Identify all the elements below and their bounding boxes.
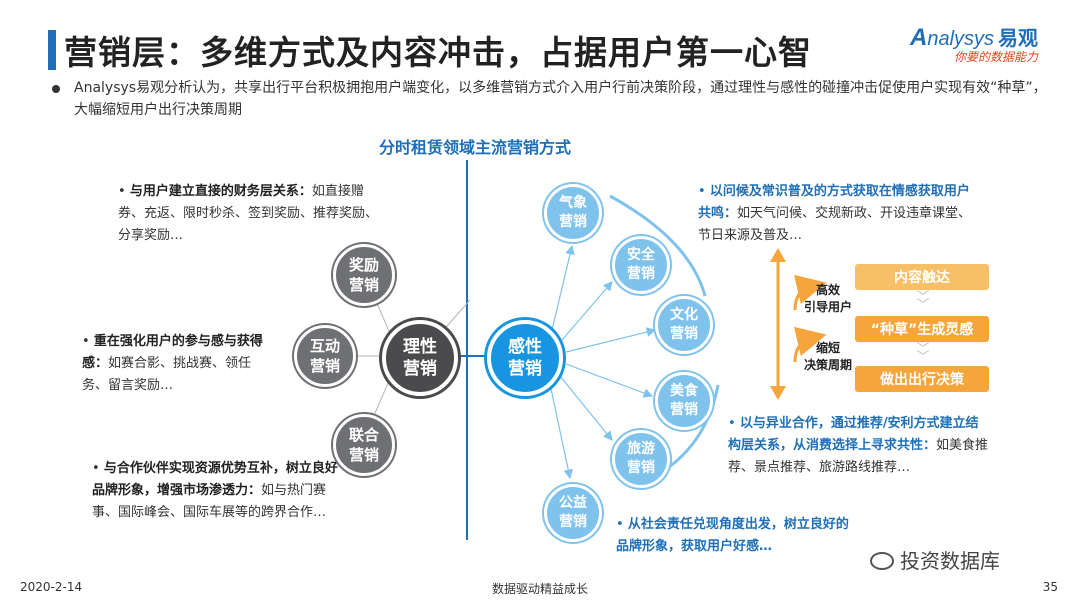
left-block-interactive-text: 如赛合影、挑战赛、领任务、留言奖励… [82,356,252,393]
diagram-title: 分时租赁领域主流营销方式 [378,138,571,157]
right-block-food: • 以与异业合作，通过推荐/安利方式建立结构层关系，从消费选择上寻求共性：如美食… [728,416,989,475]
chevron-down-icon: ﹀﹀ [916,342,929,365]
curved-arrow-bottom [793,326,827,363]
flow-arrow-down [770,386,786,400]
right-block-weather: • 以问候及常识普及的方式获取在情感获取用户共鸣：如天气问候、交规新政、开设违章… [698,184,972,243]
wechat-watermark: 投资数据库 [870,545,1000,574]
node-rational-marketing: 理性 营销 [382,320,458,396]
right-block-food-text: 如美食推荐、景点推荐、旅游路线推荐… [728,438,989,475]
arrow-to-safety [561,281,613,341]
left-block-reward-bold: 与用户建立直接的财务层关系： [129,184,312,199]
logo-slogan: 你要的数据能力 [954,50,1039,64]
right-block-charity: • 从社会责任兑现角度出发，树立良好的品牌形象，获取用户好感… [616,517,849,554]
left-block-joint: • 与合作伙伴实现资源优势互补，树立良好品牌形象，增强市场渗透力：如与热门赛事、… [92,461,338,520]
node-emotional-marketing: 感性 营销 [487,320,563,396]
right-block-charity-bold: 从社会责任兑现角度出发，树立良好的品牌形象，获取用户好感… [616,517,849,554]
rational-spoke [439,299,471,335]
left-block-interactive-bold: 重在强化用户的参与感与获得感： [82,334,263,371]
flow-arrow-up [770,248,786,262]
flow-label-guide: 高效 引导用户 [803,283,852,314]
page-number: 35 [1042,580,1058,594]
node-charity-marketing: 公益 营销 [544,484,602,542]
node-reward-marketing: 奖励 营销 [333,244,395,306]
node-interactive-marketing: 互动 营销 [294,325,356,387]
node-safety-marketing: 安全 营销 [612,236,670,294]
left-block-joint-text: 如与热门赛事、国际峰会、国际车展等的跨界合作… [92,483,327,520]
right-block-weather-text: 如天气问候、交规新政、开设违章课堂、节日来源及普及… [698,206,972,243]
bullet-dot [52,85,60,93]
node-culture-marketing: 文化 营销 [655,296,713,354]
right-block-weather-bold: 以问候及常识普及的方式获取在情感获取用户共鸣： [698,184,970,221]
footer-date: 2020-2-14 [20,580,83,594]
logo-text: nalysys [927,28,995,50]
title-accent-bar [48,30,56,70]
flow-step-decision: 做出出行决策 [855,366,989,392]
arrow-to-food [565,363,654,398]
chevron-down-icon: ﹀﹀ [916,290,929,313]
arrow-to-charity [549,383,573,480]
intro-text: Analysys易观分析认为，共享出行平台积极拥抱用户端变化，以多维营销方式介入… [74,80,1047,118]
curved-arrow-top [793,274,827,311]
left-block-reward-text: 如直接赠券、充返、限时秒杀、签到奖励、推荐奖励、分享奖励… [118,184,379,243]
bracket-top [609,194,707,297]
flow-label-shorten: 缩短 决策周期 [803,341,852,372]
left-block-joint-bold: 与合作伙伴实现资源优势互补，树立良好品牌形象，增强市场渗透力： [92,461,338,498]
arrow-to-weather [551,244,575,331]
footer-slogan: 数据驱动精益成长 [491,582,588,596]
right-block-food-bold: 以与异业合作，通过推荐/安利方式建立结构层关系，从消费选择上寻求共性： [728,416,979,453]
node-food-marketing: 美食 营销 [655,372,713,430]
left-block-interactive: • 重在强化用户的参与感与获得感：如赛合影、挑战赛、领任务、留言奖励… [82,334,263,393]
arrow-to-culture [565,327,657,353]
node-weather-marketing: 气象 营销 [544,184,602,242]
logo-a-mark: A [910,24,928,51]
wechat-account-name: 投资数据库 [900,549,1000,573]
node-travel-marketing: 旅游 营销 [612,430,670,488]
page-title: 营销层：多维方式及内容冲击，占据用户第一心智 [64,33,812,72]
left-block-reward: • 与用户建立直接的财务层关系：如直接赠券、充返、限时秒杀、签到奖励、推荐奖励、… [118,184,379,243]
logo-cn: 易观 [998,28,1039,50]
flow-step-content-reach: 内容触达 [855,264,989,290]
arrow-to-joint [371,373,393,421]
flow-step-inspiration: “种草”生成灵感 [855,316,989,342]
node-joint-marketing: 联合 营销 [333,414,395,476]
wechat-icon [870,551,894,570]
arrow-to-travel [559,375,613,441]
